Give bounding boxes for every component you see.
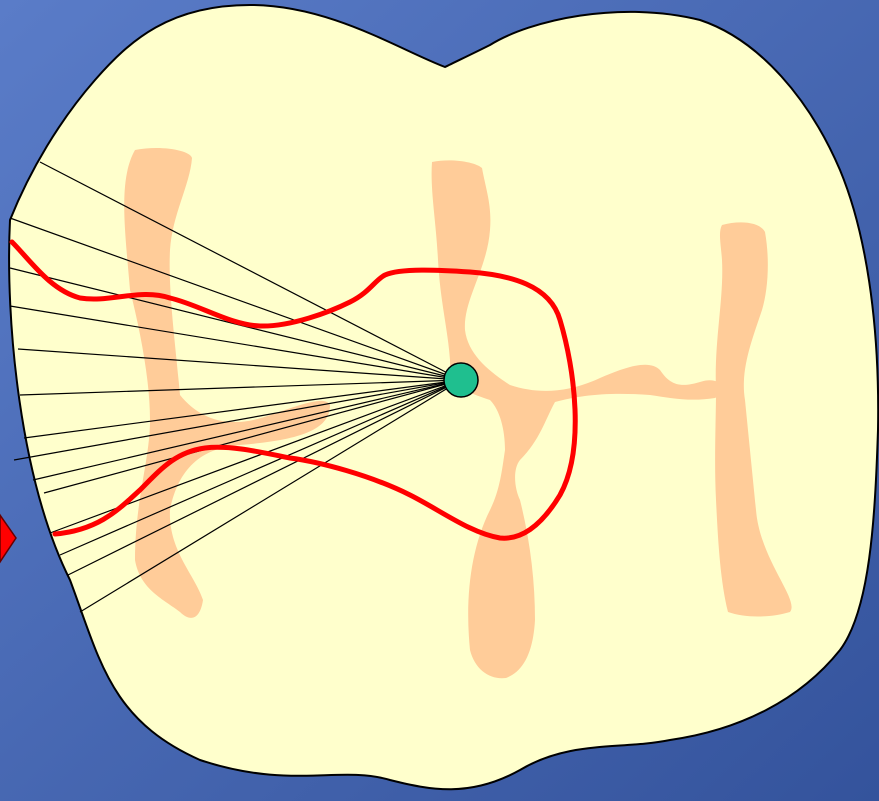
focus-point <box>444 363 478 397</box>
outline-shape <box>9 5 878 789</box>
